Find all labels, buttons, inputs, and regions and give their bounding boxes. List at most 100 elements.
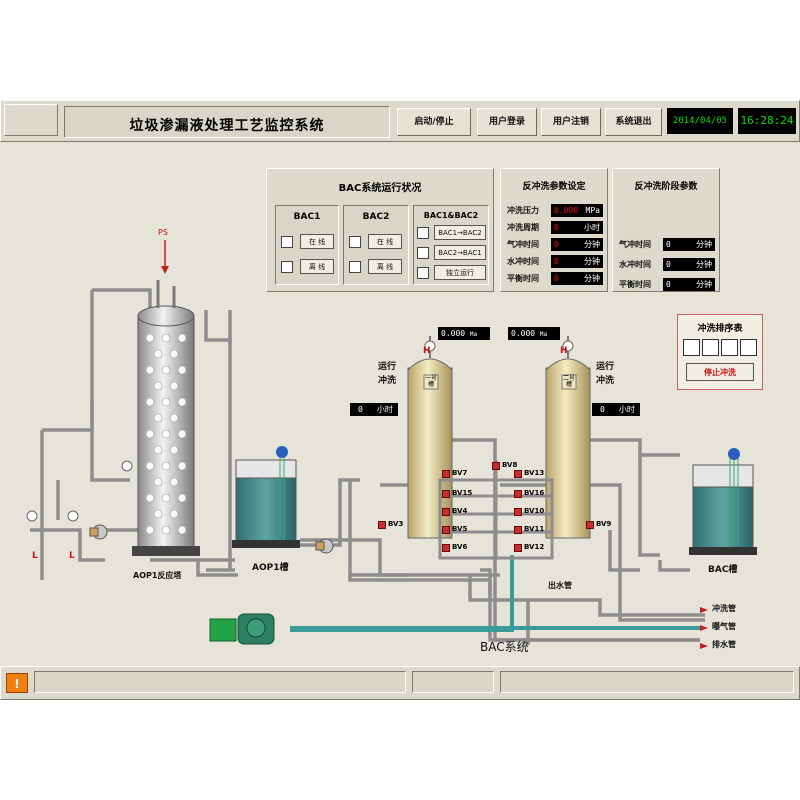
pressure-gauges — [26, 460, 133, 522]
valve-icon[interactable] — [514, 508, 522, 516]
app-title: 垃圾渗漏液处理工艺监控系统 — [129, 118, 325, 134]
valve-icon[interactable] — [442, 526, 450, 534]
hmi-screen: 垃圾渗漏液处理工艺监控系统 启动/停止 用户登录 用户注销 系统退出 2014/… — [0, 100, 800, 700]
ps-feed-arrow — [161, 240, 169, 274]
aop1-tower-label: AOP1反应塔 — [133, 571, 182, 580]
tank1-pressure-display: 0.000 Ma — [438, 327, 490, 340]
valve-icon[interactable] — [442, 508, 450, 516]
teal-pipes — [290, 555, 700, 632]
bac-status-panel: BAC系统运行状况 BAC1 在 线 离 线 BAC2 在 线 离 线 BAC1… — [266, 168, 494, 292]
bw-param-label: 冲洗周期 — [507, 223, 539, 232]
valve-label: BV16 — [524, 489, 545, 497]
login-button[interactable]: 用户登录 — [477, 108, 537, 136]
status-field-2 — [412, 671, 494, 693]
valve-label: BV8 — [502, 461, 518, 469]
logo-box — [4, 104, 58, 136]
stop-flush-button[interactable]: 停止冲洗 — [686, 363, 754, 381]
aop1-reaction-tower — [132, 280, 200, 556]
time-display: 16:28:24 — [738, 108, 796, 134]
bw-param-field[interactable]: 0 分钟 — [551, 272, 603, 285]
date-display: 2014/04/05 — [667, 108, 733, 134]
backwash-stage-title: 反冲洗阶段参数 — [634, 182, 698, 192]
start-stop-button[interactable]: 启动/停止 — [397, 108, 471, 136]
bs-param-field: 0 分钟 — [663, 238, 715, 251]
valve-icon[interactable] — [442, 544, 450, 552]
bac2-online-checkbox[interactable] — [349, 236, 361, 248]
drain-pipe-label: 排水管 — [712, 640, 736, 649]
exit-button[interactable]: 系统退出 — [605, 108, 662, 136]
status-field-3 — [500, 671, 794, 693]
outlet-arrows — [700, 607, 708, 649]
bac1-to-bac2-checkbox[interactable] — [417, 227, 429, 239]
ps-label: PS — [158, 228, 168, 237]
valve-icon[interactable] — [442, 470, 450, 478]
bw-param-label: 水冲时间 — [507, 257, 539, 266]
bac12-group-title: BAC1&BAC2 — [423, 211, 479, 220]
backwash-params-panel: 反冲洗参数设定 冲洗压力 0.000 MPa 冲洗周期 0 小时 气冲时间 0 … — [500, 168, 608, 292]
valve-icon[interactable] — [514, 544, 522, 552]
valve-icon[interactable] — [586, 521, 594, 529]
bac1-offline-button[interactable]: 离 线 — [300, 259, 334, 274]
queue-slot-1 — [683, 339, 700, 356]
tank2-nameplate: 二号槽 — [562, 375, 575, 388]
bac1-to-bac2-button[interactable]: BAC1→BAC2 — [434, 225, 486, 240]
valve-label: BV12 — [524, 543, 545, 551]
logout-button[interactable]: 用户注销 — [541, 108, 601, 136]
queue-slot-3 — [721, 339, 738, 356]
bac1-group: BAC1 在 线 离 线 — [275, 205, 339, 285]
independent-run-checkbox[interactable] — [417, 267, 429, 279]
bac2-online-button[interactable]: 在 线 — [368, 234, 402, 249]
valve-label: BV7 — [452, 469, 468, 477]
feed-pump-2 — [315, 538, 334, 554]
outlet-pipe-label: 出水管 — [548, 581, 572, 590]
bac-tank — [689, 448, 757, 555]
bac1-online-checkbox[interactable] — [281, 236, 293, 248]
bac-status-title: BAC系统运行状况 — [338, 183, 422, 194]
bac1-offline-checkbox[interactable] — [281, 261, 293, 273]
valve-icon[interactable] — [514, 526, 522, 534]
feed-pump-1 — [89, 524, 108, 540]
independent-run-button[interactable]: 独立运行 — [434, 265, 486, 280]
title-panel: 垃圾渗漏液处理工艺监控系统 — [64, 106, 390, 138]
valve-icon[interactable] — [378, 521, 386, 529]
bw-param-field[interactable]: 0.000 MPa — [551, 204, 603, 217]
bac-vessel-1 — [407, 336, 453, 539]
tank1-flush-label: 冲洗 — [378, 376, 397, 386]
valve-icon[interactable] — [514, 470, 522, 478]
vessel-1-high-level: H — [423, 346, 431, 356]
bs-param-label: 水冲时间 — [619, 260, 651, 269]
bw-param-field[interactable]: 0 小时 — [551, 221, 603, 234]
valve-label: BV5 — [452, 525, 468, 533]
aop1-tank — [232, 446, 300, 548]
bac2-group-title: BAC2 — [362, 212, 390, 222]
bac-system-label: BAC系统 — [480, 640, 529, 654]
tank2-status: 运行冲洗 — [596, 360, 614, 388]
bs-param-field: 0 分钟 — [663, 258, 715, 271]
alarm-icon[interactable]: ! — [6, 673, 28, 693]
bs-param-field: 0 分钟 — [663, 278, 715, 291]
bw-param-field[interactable]: 0 分钟 — [551, 255, 603, 268]
valve-icon[interactable] — [442, 490, 450, 498]
tank1-nameplate: 一号槽 — [424, 375, 437, 388]
low-level-1: L — [32, 551, 38, 561]
tank1-status: 运行冲洗 — [378, 360, 396, 388]
bw-param-field[interactable]: 0 分钟 — [551, 238, 603, 251]
valve-icon[interactable] — [492, 462, 500, 470]
bs-param-label: 平衡时间 — [619, 280, 651, 289]
bw-param-label: 平衡时间 — [507, 274, 539, 283]
process-diagram: H H L L — [26, 240, 757, 649]
bac1-online-button[interactable]: 在 线 — [300, 234, 334, 249]
queue-slot-2 — [702, 339, 719, 356]
bac2-to-bac1-checkbox[interactable] — [417, 247, 429, 259]
backwash-params-title: 反冲洗参数设定 — [522, 182, 586, 192]
bac2-offline-checkbox[interactable] — [349, 261, 361, 273]
valve-icon[interactable] — [514, 490, 522, 498]
tank2-pressure-display: 0.000 Ma — [508, 327, 560, 340]
bw-param-label: 冲洗压力 — [507, 206, 539, 215]
bac1-group-title: BAC1 — [293, 212, 321, 222]
bac2-offline-button[interactable]: 离 线 — [368, 259, 402, 274]
bac2-to-bac1-button[interactable]: BAC2→BAC1 — [434, 245, 486, 260]
valve-label: BV11 — [524, 525, 545, 533]
